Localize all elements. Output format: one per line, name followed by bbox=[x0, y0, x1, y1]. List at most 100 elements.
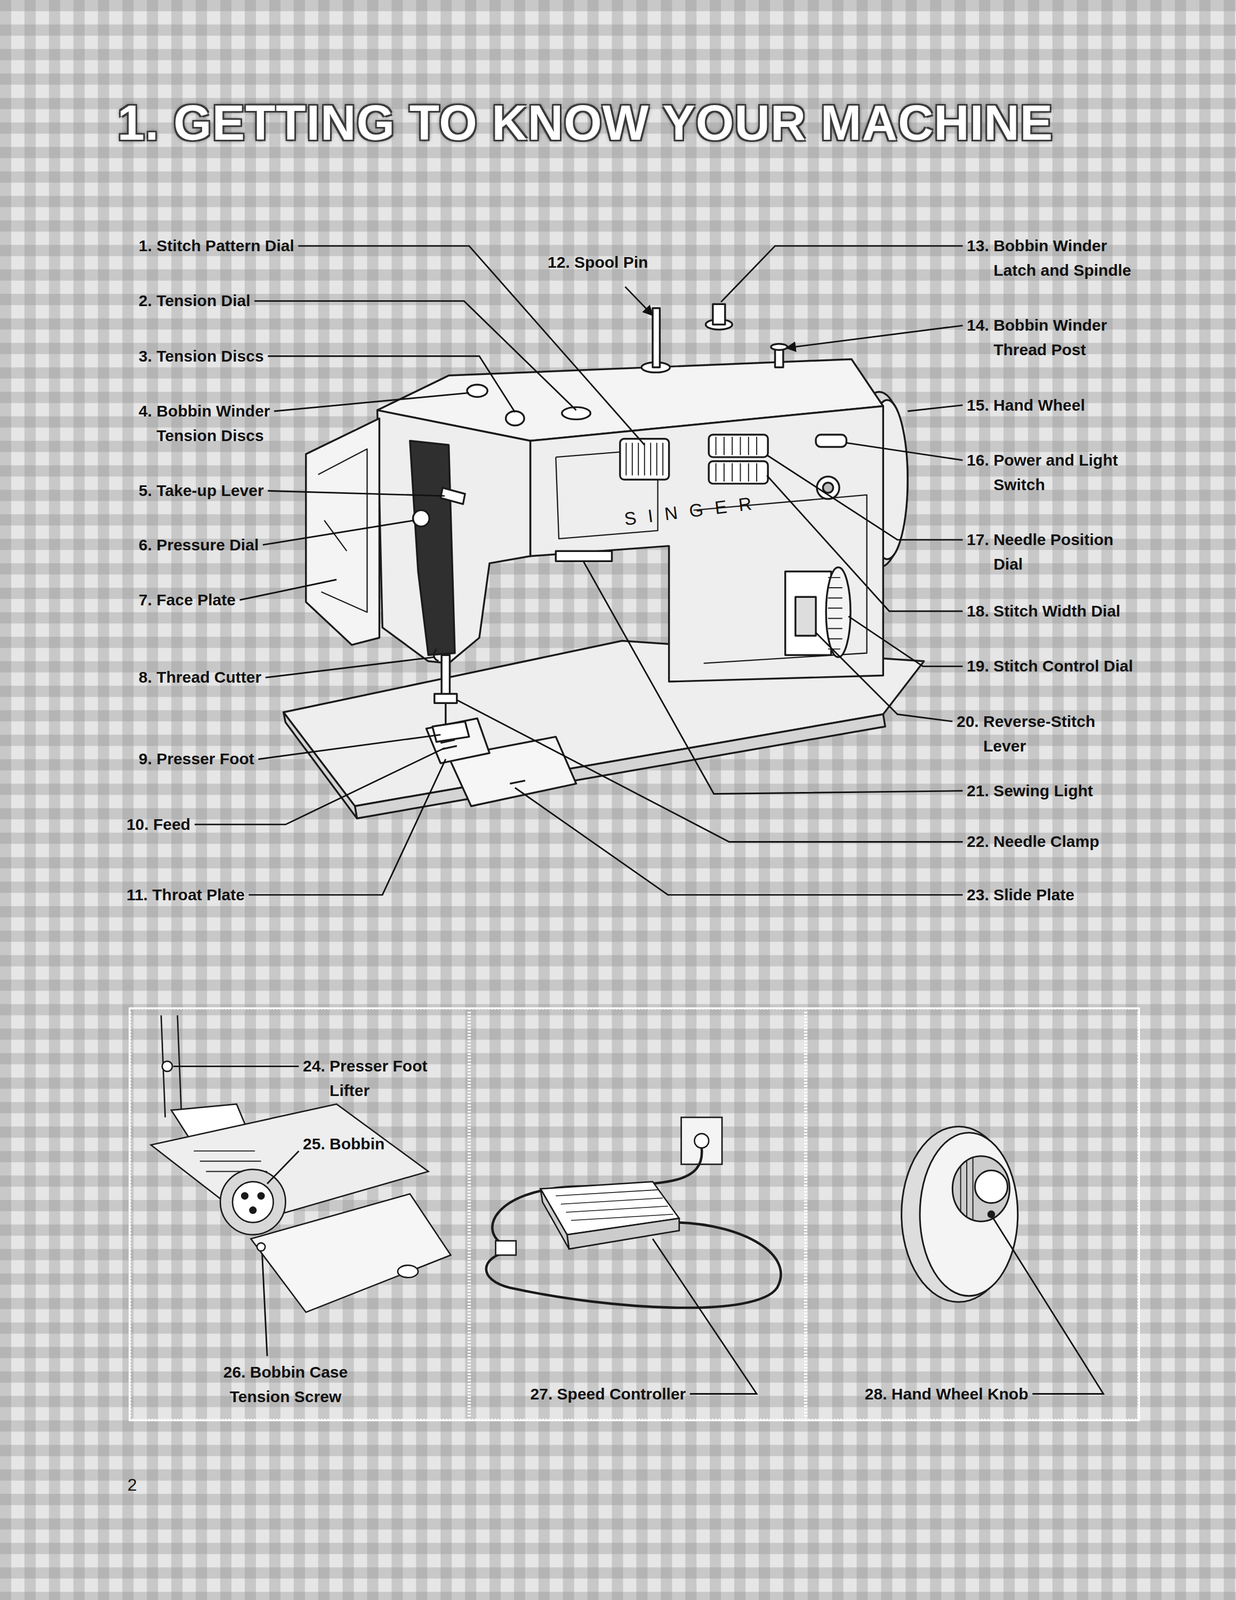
leader-line bbox=[267, 356, 516, 413]
part-label: 16. Power and Light Switch bbox=[966, 447, 1118, 497]
label-line: Lever bbox=[956, 733, 1096, 759]
stitch-width-dial bbox=[708, 461, 768, 484]
part-name: Bobbin Case bbox=[250, 1362, 348, 1381]
part-label: 11. Throat Plate bbox=[126, 882, 245, 908]
label-line: Switch bbox=[966, 472, 1118, 497]
knob-dot bbox=[988, 1210, 994, 1217]
leader-line bbox=[766, 454, 963, 540]
leader-line bbox=[265, 656, 435, 678]
part-name: Needle Position bbox=[993, 530, 1114, 549]
leader-line bbox=[262, 520, 415, 545]
label-line: 24. Presser Foot bbox=[302, 1053, 428, 1079]
callout-number: 26. bbox=[223, 1362, 251, 1381]
stitch-control-dial bbox=[825, 567, 851, 657]
part-label: 18. Stitch Width Dial bbox=[966, 598, 1121, 624]
bobbin-hole bbox=[258, 1192, 264, 1199]
label-line: Lifter bbox=[302, 1078, 428, 1103]
spool-pin bbox=[652, 308, 660, 368]
leader-line bbox=[993, 1217, 1104, 1394]
part-label: 7. Face Plate bbox=[138, 587, 236, 613]
bobbin-hole bbox=[241, 1192, 248, 1199]
presser-foot bbox=[432, 721, 470, 742]
callout-number: 24. bbox=[302, 1056, 330, 1075]
bed-side bbox=[283, 711, 358, 818]
page-title: 1. GETTING TO KNOW YOUR MACHINE bbox=[117, 93, 1054, 152]
leader-line bbox=[173, 1065, 299, 1067]
head-front bbox=[377, 410, 531, 663]
leader-line bbox=[267, 1150, 299, 1184]
callout-number: 14. bbox=[966, 316, 994, 334]
leader-line bbox=[239, 579, 337, 600]
label-line: Tension Discs bbox=[138, 423, 270, 448]
label-line: 26. Bobbin Case bbox=[223, 1359, 348, 1385]
label-line: Latch and Spindle bbox=[966, 258, 1131, 283]
label-line: 16. Power and Light bbox=[966, 447, 1118, 473]
callout-number: 17. bbox=[966, 530, 994, 549]
dial-ticks bbox=[828, 577, 843, 649]
part-name: Bobbin Winder bbox=[993, 236, 1107, 255]
leader-arrow bbox=[624, 286, 653, 316]
tension-dial bbox=[562, 406, 591, 420]
callout-number: 4. bbox=[138, 402, 157, 420]
needle-clamp bbox=[434, 693, 457, 703]
throat-plate bbox=[426, 718, 490, 764]
leader-line bbox=[298, 245, 645, 445]
leader-line bbox=[267, 490, 445, 496]
part-name: Reverse-Stitch bbox=[983, 712, 1096, 730]
knob-centre bbox=[822, 482, 833, 493]
inset-panel: 28. Hand Wheel Knob bbox=[805, 1007, 1139, 1420]
needle-mechanism bbox=[410, 440, 455, 656]
knob-face bbox=[974, 1170, 1008, 1203]
label-line: 4. Bobbin Winder bbox=[138, 398, 270, 424]
bobbin-winder-tension-discs bbox=[467, 384, 488, 397]
part-label: 19. Stitch Control Dial bbox=[966, 653, 1134, 679]
leader-line bbox=[720, 245, 963, 302]
bobbin-case bbox=[220, 1169, 286, 1235]
face-plate-inner bbox=[318, 448, 368, 613]
part-label: 22. Needle Clamp bbox=[966, 829, 1099, 854]
part-label: 3. Tension Discs bbox=[138, 343, 264, 369]
thread-cutter bbox=[434, 648, 439, 662]
part-label: 23. Slide Plate bbox=[966, 882, 1075, 908]
face-plate-detail bbox=[324, 520, 347, 551]
label-line: 20. Reverse-Stitch bbox=[956, 709, 1096, 734]
leader-line bbox=[907, 405, 963, 412]
label-line: Tension Screw bbox=[223, 1384, 348, 1409]
pedal-side bbox=[540, 1188, 570, 1249]
part-label: 6. Pressure Dial bbox=[138, 532, 259, 558]
part-label: 26. Bobbin Case Tension Screw bbox=[223, 1359, 348, 1409]
page-number: 2 bbox=[127, 1472, 138, 1497]
stitch-control-window bbox=[785, 571, 832, 655]
bobbin-winder-spindle bbox=[712, 303, 726, 325]
callout-number: 13. bbox=[966, 236, 994, 255]
arm-front bbox=[530, 405, 884, 682]
leader-line bbox=[515, 787, 963, 895]
part-label: 4. Bobbin Winder Tension Discs bbox=[138, 398, 270, 448]
slide-plate-notch bbox=[509, 780, 526, 784]
part-name: Power and Light bbox=[993, 451, 1118, 469]
part-label: 2. Tension Dial bbox=[138, 288, 251, 313]
pedal-front bbox=[566, 1217, 679, 1249]
label-line: Thread Post bbox=[966, 337, 1107, 363]
speed-controller-drawing bbox=[486, 1117, 782, 1308]
part-label: 27. Speed Controller bbox=[530, 1381, 687, 1407]
plate-guide-lines bbox=[193, 1150, 268, 1171]
inset-frame bbox=[129, 1007, 1139, 1420]
part-label: 9. Presser Foot bbox=[138, 746, 255, 772]
part-label: 14. Bobbin Winder Thread Post bbox=[966, 312, 1107, 363]
bobbin-hole bbox=[250, 1206, 256, 1213]
leader-line bbox=[848, 616, 963, 667]
part-name: Presser Foot bbox=[329, 1056, 428, 1075]
leader-line bbox=[274, 392, 470, 412]
label-line: 17. Needle Position bbox=[966, 527, 1114, 552]
inset-panel: 24. Presser Foot Lifter25. Bobbin26. Bob… bbox=[129, 1007, 470, 1420]
leader-line bbox=[262, 1252, 268, 1356]
leader-line bbox=[456, 700, 963, 842]
dial-ribs bbox=[716, 436, 758, 482]
hand-wheel-face bbox=[919, 1132, 1018, 1296]
reverse-stitch-lever bbox=[795, 596, 816, 636]
tension-discs bbox=[506, 411, 525, 426]
leader-lines bbox=[173, 245, 1104, 1394]
label-line: 13. Bobbin Winder bbox=[966, 233, 1131, 259]
